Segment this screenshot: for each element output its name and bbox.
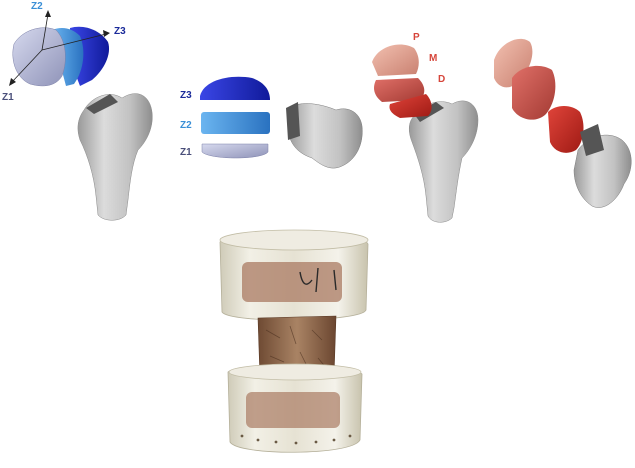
- lower-pot-top-rim: [229, 364, 361, 380]
- panel-1-zones-on-bone: [9, 10, 152, 220]
- label-p: P: [413, 33, 420, 43]
- axis-z3-arrowhead: [103, 30, 110, 37]
- label-z3-panel2: Z3: [180, 91, 192, 101]
- panel-3-regions-on-bone: [372, 44, 478, 222]
- label-z2-panel1: Z2: [31, 2, 43, 12]
- region-p-shape: [372, 44, 419, 76]
- label-z1-panel1: Z1: [2, 93, 14, 103]
- panel-2-exploded-zones: [200, 77, 362, 168]
- slice-z2: [201, 112, 270, 134]
- label-d: D: [438, 75, 445, 85]
- slice-z3: [200, 77, 270, 100]
- label-z2-panel2: Z2: [180, 121, 192, 131]
- label-m: M: [429, 54, 437, 64]
- panel-4-exploded-regions: [494, 39, 631, 208]
- zone-z1-shape: [13, 28, 66, 86]
- label-z3-panel1: Z3: [114, 27, 126, 37]
- label-z1-panel2: Z1: [180, 148, 192, 158]
- axis-z2-arrowhead: [45, 10, 51, 17]
- upper-embedded-bone: [242, 262, 342, 302]
- slice-z1: [202, 144, 268, 158]
- piece-d: [548, 106, 583, 153]
- bone-model-1: [78, 94, 152, 221]
- lower-embedded-bone: [246, 392, 340, 428]
- upper-pot-top-rim: [220, 230, 368, 250]
- bone-cut-face-2: [286, 102, 300, 140]
- specimen-photo: [220, 230, 368, 452]
